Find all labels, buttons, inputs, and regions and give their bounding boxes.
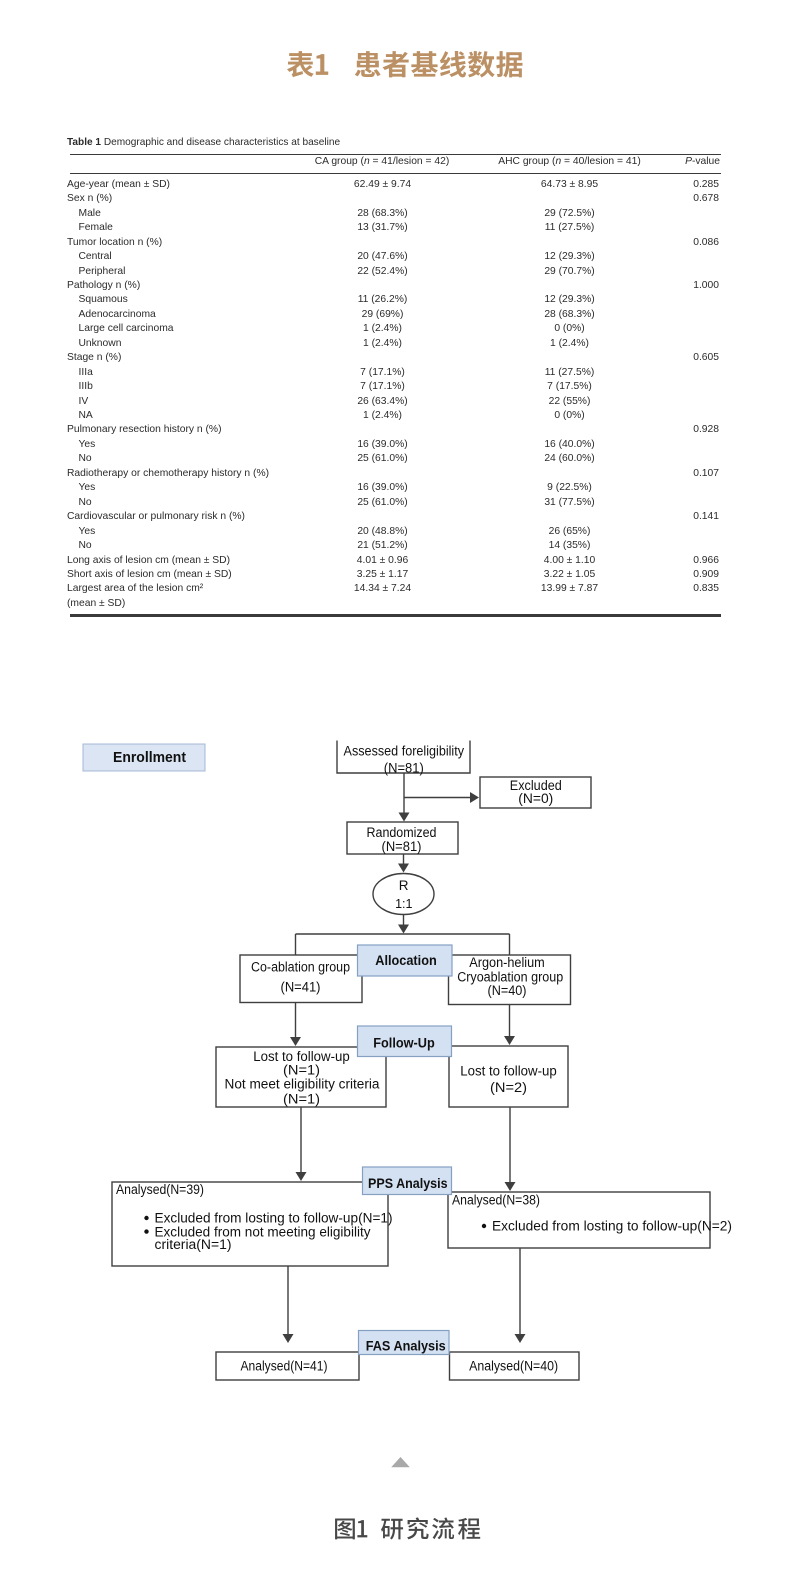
- svg-text:criteria(N=1): criteria(N=1): [155, 1237, 232, 1252]
- svg-text:Argon-helium: Argon-helium: [469, 955, 545, 970]
- svg-text:(N=2): (N=2): [490, 1080, 527, 1095]
- svg-text:(N=40): (N=40): [488, 983, 527, 998]
- svg-text:(N=0): (N=0): [518, 791, 553, 806]
- svg-text:1:1: 1:1: [395, 897, 412, 911]
- svg-text:(N=41): (N=41): [281, 980, 321, 995]
- svg-text:Follow-Up: Follow-Up: [373, 1034, 435, 1050]
- svg-text:Enrollment: Enrollment: [113, 749, 186, 766]
- svg-text:(N=81): (N=81): [384, 761, 424, 776]
- svg-text:Randomized: Randomized: [367, 825, 437, 840]
- svg-text:Excluded: Excluded: [510, 778, 562, 793]
- svg-text:Analysed(N=40): Analysed(N=40): [469, 1359, 558, 1374]
- svg-text:Analysed(N=39): Analysed(N=39): [116, 1182, 204, 1197]
- svg-text:Assessed foreligibility: Assessed foreligibility: [344, 744, 465, 759]
- svg-text:Analysed(N=38): Analysed(N=38): [452, 1193, 540, 1208]
- svg-text:Lost to follow-up: Lost to follow-up: [253, 1049, 350, 1064]
- svg-text:Not meet eligibility criteria: Not meet eligibility criteria: [225, 1077, 380, 1092]
- svg-text:Excluded from losting to follo: Excluded from losting to follow-up(N=2): [492, 1219, 732, 1234]
- svg-text:Allocation: Allocation: [375, 952, 437, 968]
- svg-text:Analysed(N=41): Analysed(N=41): [241, 1359, 328, 1374]
- svg-text:PPS Analysis: PPS Analysis: [368, 1175, 448, 1191]
- svg-text:R: R: [399, 878, 409, 893]
- svg-text:Lost to follow-up: Lost to follow-up: [460, 1064, 557, 1079]
- svg-text:(N=1): (N=1): [283, 1063, 320, 1078]
- svg-text:Excluded from losting to follo: Excluded from losting to follow-up(N=1): [155, 1211, 393, 1226]
- svg-text:Excluded from not meeting elig: Excluded from not meeting eligibility: [155, 1224, 371, 1239]
- svg-text:Co-ablation group: Co-ablation group: [251, 960, 350, 975]
- svg-text:(N=81): (N=81): [382, 839, 422, 854]
- svg-text:FAS Analysis: FAS Analysis: [366, 1338, 446, 1354]
- svg-text:Cryoablation group: Cryoablation group: [457, 970, 563, 985]
- svg-text:(N=1): (N=1): [283, 1091, 320, 1106]
